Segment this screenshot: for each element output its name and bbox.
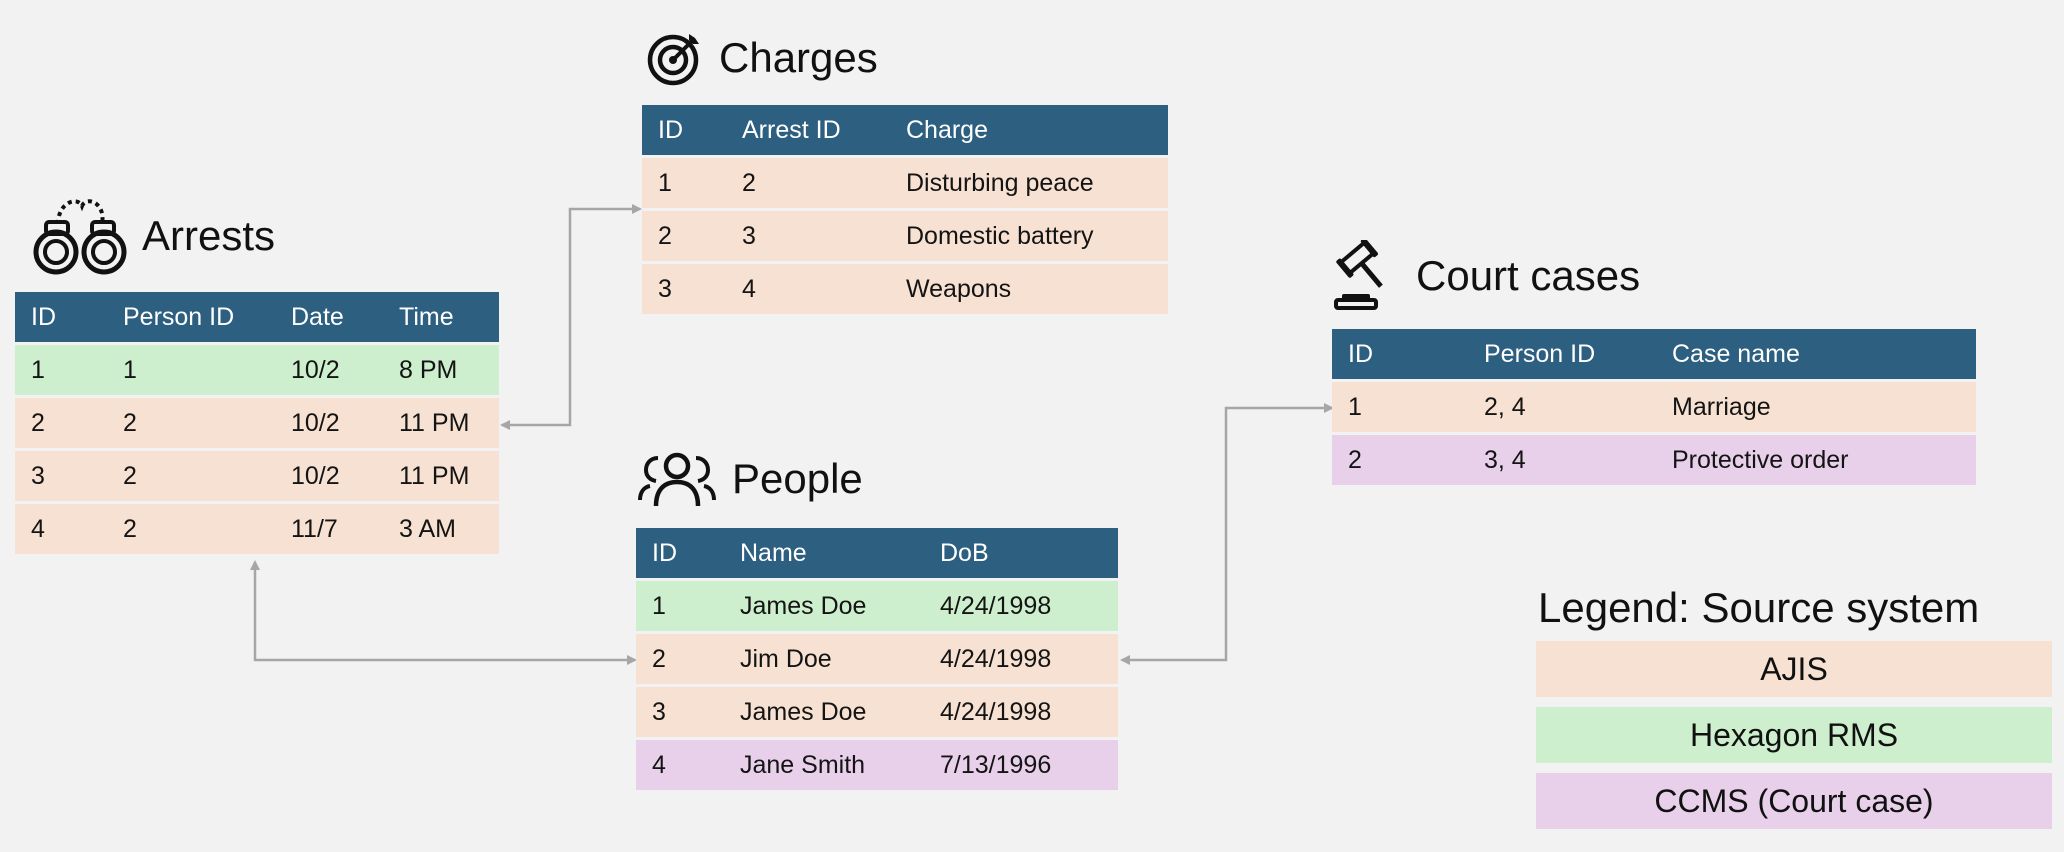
table-cell: 1: [15, 345, 107, 395]
table-cell: 3: [642, 264, 726, 314]
table-cell: 2, 4: [1468, 382, 1656, 432]
table-cell: 11 PM: [383, 451, 499, 501]
column-header: ID: [636, 528, 724, 578]
table-cell: 2: [636, 634, 724, 684]
people-icon: [636, 448, 718, 510]
table-cell: 10/2: [275, 345, 383, 395]
legend-item-ccms: CCMS (Court case): [1536, 773, 2052, 829]
column-header: ID: [15, 292, 107, 342]
column-header: Date: [275, 292, 383, 342]
table-row: 1 2, 4 Marriage: [1332, 382, 1976, 432]
table-cell: Protective order: [1656, 435, 1976, 485]
table-cell: 2: [107, 451, 275, 501]
table-cell: 3, 4: [1468, 435, 1656, 485]
column-header: Person ID: [1468, 329, 1656, 379]
table-cell: 2: [15, 398, 107, 448]
legend-item-ajis: AJIS: [1536, 641, 2052, 697]
column-header: DoB: [924, 528, 1118, 578]
people-heading: People: [636, 448, 863, 510]
arrests-heading: Arrests: [32, 196, 275, 276]
table-row: 4 2 11/7 3 AM: [15, 504, 499, 554]
table-row: 2 3 Domestic battery: [642, 211, 1168, 261]
table-cell: Domestic battery: [890, 211, 1168, 261]
table-cell: Jane Smith: [724, 740, 924, 790]
table-cell: 7/13/1996: [924, 740, 1118, 790]
table-header: ID Name DoB: [636, 528, 1118, 578]
table-header: ID Person ID Case name: [1332, 329, 1976, 379]
table-cell: 2: [107, 398, 275, 448]
table-cell: 2: [726, 158, 890, 208]
table-row: 2 Jim Doe 4/24/1998: [636, 634, 1118, 684]
connector-arrests-charges: [500, 204, 642, 430]
table-row: 2 2 10/2 11 PM: [15, 398, 499, 448]
table-cell: 4: [726, 264, 890, 314]
table-row: 2 3, 4 Protective order: [1332, 435, 1976, 485]
table-cell: Marriage: [1656, 382, 1976, 432]
table-cell: 4: [636, 740, 724, 790]
legend-title: Legend: Source system: [1538, 584, 1980, 631]
column-header: Time: [383, 292, 499, 342]
table-cell: 4/24/1998: [924, 687, 1118, 737]
table-cell: 11/7: [275, 504, 383, 554]
column-header: ID: [642, 105, 726, 155]
court-cases-heading: Court cases: [1330, 240, 1640, 312]
table-row: 1 2 Disturbing peace: [642, 158, 1168, 208]
charges-heading: Charges: [645, 28, 878, 88]
connector-arrests-people: [250, 560, 637, 665]
table-cell: 10/2: [275, 398, 383, 448]
column-header: Arrest ID: [726, 105, 890, 155]
table-cell: 1: [636, 581, 724, 631]
table-cell: 1: [1332, 382, 1468, 432]
charges-table: ID Arrest ID Charge 1 2 Disturbing peace…: [642, 102, 1168, 317]
table-cell: Jim Doe: [724, 634, 924, 684]
table-row: 4 Jane Smith 7/13/1996: [636, 740, 1118, 790]
table-cell: James Doe: [724, 581, 924, 631]
table-cell: Weapons: [890, 264, 1168, 314]
table-cell: 2: [642, 211, 726, 261]
table-cell: 4: [15, 504, 107, 554]
table-cell: 1: [642, 158, 726, 208]
table-cell: 8 PM: [383, 345, 499, 395]
column-header: Case name: [1656, 329, 1976, 379]
table-cell: Disturbing peace: [890, 158, 1168, 208]
table-cell: 2: [1332, 435, 1468, 485]
arrests-table: ID Person ID Date Time 1 1 10/2 8 PM 2 2…: [15, 289, 499, 557]
handcuffs-icon: [32, 196, 128, 276]
column-header: ID: [1332, 329, 1468, 379]
table-cell: 10/2: [275, 451, 383, 501]
table-cell: 11 PM: [383, 398, 499, 448]
table-cell: 2: [107, 504, 275, 554]
target-icon: [645, 28, 705, 88]
table-cell: 3: [726, 211, 890, 261]
column-header: Name: [724, 528, 924, 578]
column-header: Person ID: [107, 292, 275, 342]
table-cell: 3 AM: [383, 504, 499, 554]
table-row: 3 2 10/2 11 PM: [15, 451, 499, 501]
table-cell: 3: [636, 687, 724, 737]
table-cell: James Doe: [724, 687, 924, 737]
connector-people-court-cases: [1120, 403, 1334, 665]
arrests-title: Arrests: [142, 212, 276, 259]
table-row: 1 James Doe 4/24/1998: [636, 581, 1118, 631]
table-cell: 4/24/1998: [924, 634, 1118, 684]
column-header: Charge: [890, 105, 1168, 155]
court-cases-table: ID Person ID Case name 1 2, 4 Marriage 2…: [1332, 326, 1976, 488]
table-cell: 1: [107, 345, 275, 395]
table-row: 1 1 10/2 8 PM: [15, 345, 499, 395]
table-header: ID Person ID Date Time: [15, 292, 499, 342]
people-title: People: [732, 455, 863, 502]
table-cell: 4/24/1998: [924, 581, 1118, 631]
court-cases-title: Court cases: [1416, 252, 1641, 299]
table-header: ID Arrest ID Charge: [642, 105, 1168, 155]
people-table: ID Name DoB 1 James Doe 4/24/1998 2 Jim …: [636, 525, 1118, 793]
table-cell: 3: [15, 451, 107, 501]
gavel-icon: [1330, 240, 1402, 312]
table-row: 3 4 Weapons: [642, 264, 1168, 314]
charges-title: Charges: [719, 34, 878, 81]
legend-item-hexagon-rms: Hexagon RMS: [1536, 707, 2052, 763]
table-row: 3 James Doe 4/24/1998: [636, 687, 1118, 737]
